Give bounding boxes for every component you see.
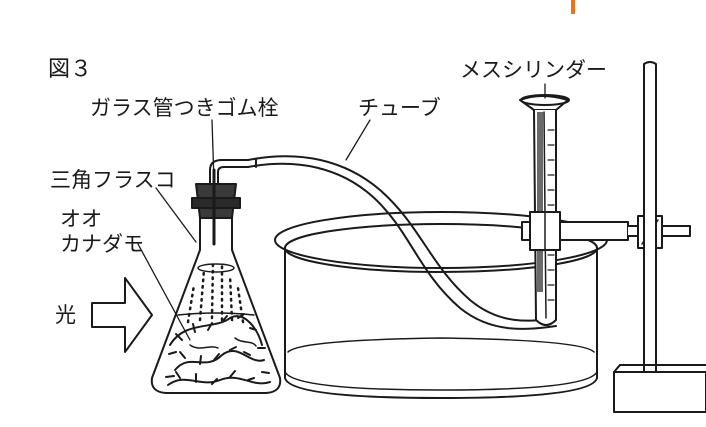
graduated-cylinder <box>519 94 570 326</box>
label-flask: 三角フラスコ <box>50 168 176 192</box>
leader-tube <box>345 119 371 161</box>
tube <box>247 155 557 330</box>
label-plant-line1: オオ <box>60 207 102 231</box>
label-tube: チューブ <box>358 96 441 120</box>
figure-number: 図３ <box>48 57 93 82</box>
leader-plant <box>137 243 191 341</box>
leader-flask <box>155 187 197 243</box>
stand-base <box>613 364 706 413</box>
rising-bubbles <box>186 260 245 324</box>
conical-flask <box>150 217 282 394</box>
label-stopper: ガラス管つきゴム栓 <box>90 96 279 120</box>
water-basin <box>274 211 608 399</box>
accent-mark <box>571 0 575 14</box>
water-plant <box>165 313 271 386</box>
label-cylinder: メスシリンダー <box>460 58 607 82</box>
leader-stopper <box>211 119 215 183</box>
label-plant-line2: カナダモ <box>60 232 144 256</box>
label-light: 光 <box>55 303 76 327</box>
stand-rod <box>643 61 657 386</box>
leader-lines <box>137 83 546 341</box>
light-arrow <box>91 277 153 353</box>
